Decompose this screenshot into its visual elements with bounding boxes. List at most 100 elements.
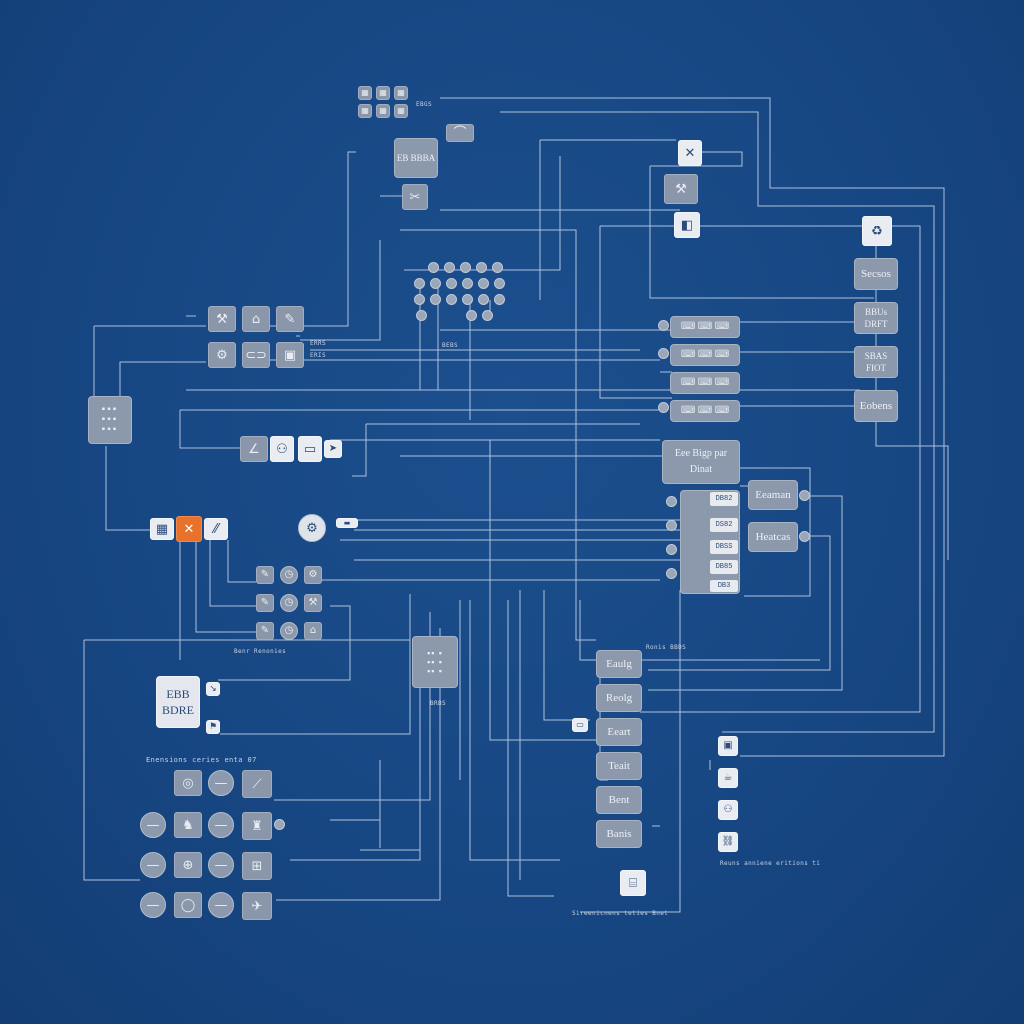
grid-chip[interactable]: ▦ [358,104,372,118]
matrix-dot[interactable] [414,278,425,289]
matrix-dot[interactable] [446,278,457,289]
cup-icon[interactable]: ☕ [718,768,738,788]
minus-circle-icon[interactable]: — [208,852,234,878]
stack-cell[interactable]: DB82 [710,492,738,506]
lower-node-4[interactable]: Teait [596,752,642,780]
matrix-dot[interactable] [430,278,441,289]
ring-icon[interactable]: ◯ [174,892,202,918]
card-icon[interactable]: ▭ [298,436,322,462]
key-row-3[interactable]: ⌨ ⌨ ⌨ [670,372,740,394]
tools-icon[interactable]: ⚒ [208,306,236,332]
link-small-icon[interactable]: ⛓ [718,832,738,852]
matrix-dot[interactable] [466,310,477,321]
grid-chip[interactable]: ▦ [358,86,372,100]
top-node[interactable]: EB BBBA [394,138,438,178]
angle-icon[interactable]: ∠ [240,436,268,462]
matrix-dot[interactable] [492,262,503,273]
wrench-icon[interactable]: ✕ [176,516,202,542]
stack-cell[interactable]: DB3 [710,580,738,592]
connector-dot[interactable] [799,490,810,501]
wolf-icon[interactable]: ♞ [174,812,202,838]
minus-circle-icon[interactable]: — [208,892,234,918]
minus-circle-icon[interactable]: — [140,812,166,838]
matrix-dot[interactable] [478,278,489,289]
wrench-small-icon[interactable]: ⚒ [304,594,322,612]
left-card[interactable]: EBB BDRE [156,676,200,728]
robot-icon[interactable]: ♜ [242,812,272,840]
center-keypad[interactable]: ▪▪ ▪▪▪ ▪▪▪ ▪ [412,636,458,688]
matrix-dot[interactable] [428,262,439,273]
center-block[interactable]: Eee Bigp par Dinat [662,440,740,484]
grid-small-icon[interactable]: ▦ [150,518,174,540]
matrix-dot[interactable] [446,294,457,305]
cube-icon[interactable]: ▣ [718,736,738,756]
slash-icon[interactable]: ⁄⁄ [204,518,228,540]
matrix-dot[interactable] [462,278,473,289]
connector-dot[interactable] [666,520,677,531]
grid-chip[interactable]: ▦ [376,86,390,100]
clock-icon[interactable]: ◷ [280,566,298,584]
cursor-icon[interactable]: ➤ [324,440,342,458]
toggle-icon[interactable]: ◧ [674,212,700,238]
matrix-dot[interactable] [494,278,505,289]
doc-icon[interactable]: ▭ [572,718,588,732]
lower-node-3[interactable]: Eeart [596,718,642,746]
key-row-2[interactable]: ⌨ ⌨ ⌨ [670,344,740,366]
knife-icon[interactable]: ⟋ [242,770,272,798]
matrix-dot[interactable] [460,262,471,273]
matrix-dot[interactable] [430,294,441,305]
connector-dot[interactable] [666,568,677,579]
minus-circle-icon[interactable]: — [208,812,234,838]
clock-icon[interactable]: ◷ [280,622,298,640]
connector-dot[interactable] [658,348,669,359]
right-node-1[interactable]: Secsos [854,258,898,290]
matrix-dot[interactable] [414,294,425,305]
connector-dot[interactable] [666,496,677,507]
matrix-dot[interactable] [462,294,473,305]
matrix-dot[interactable] [476,262,487,273]
tag-icon[interactable]: ⌂ [304,622,322,640]
connector-dot[interactable] [658,320,669,331]
recycle-icon[interactable]: ♻ [862,216,892,246]
arrow-icon[interactable]: ↘ [206,682,220,696]
minus-circle-icon[interactable]: — [140,892,166,918]
plane-icon[interactable]: ✈ [242,892,272,920]
pen-icon[interactable]: ✎ [276,306,304,332]
link-icon[interactable]: ⊂⊃ [242,342,270,368]
matrix-dot[interactable] [478,294,489,305]
stack-cell[interactable]: DBSS [710,540,738,554]
gear-icon[interactable]: ⚙ [208,342,236,368]
right-mid-node-2[interactable]: Heatcas [748,522,798,552]
matrix-dot[interactable] [444,262,455,273]
connector-dot[interactable] [666,544,677,555]
connector-dot[interactable] [658,402,669,413]
right-mid-node-1[interactable]: Eeaman [748,480,798,510]
grid-chip[interactable]: ▦ [394,86,408,100]
flag-icon[interactable]: ⚑ [206,720,220,734]
label-tag-icon[interactable]: ▬ [336,518,358,528]
key-row-1[interactable]: ⌨ ⌨ ⌨ [670,316,740,338]
pen-small-icon[interactable]: ✎ [256,566,274,584]
lower-node-6[interactable]: Banis [596,820,642,848]
cross-icon[interactable]: ✕ [678,140,702,166]
stack-cell[interactable]: DB85 [710,560,738,574]
right-node-2[interactable]: BBUs DRFT [854,302,898,334]
home-icon[interactable]: ⌂ [242,306,270,332]
lock-icon[interactable]: ⊞ [242,852,272,880]
matrix-dot[interactable] [416,310,427,321]
key-row-4[interactable]: ⌨ ⌨ ⌨ [670,400,740,422]
pen-small-icon[interactable]: ✎ [256,622,274,640]
lower-node-5[interactable]: Bent [596,786,642,814]
people-icon[interactable]: ⚇ [270,436,294,462]
circle-gear-icon[interactable]: ◎ [174,770,202,796]
grid-chip[interactable]: ▦ [394,104,408,118]
stack-cell[interactable]: DS82 [710,518,738,532]
minus-circle-icon[interactable]: — [140,852,166,878]
matrix-dot[interactable] [494,294,505,305]
box-small-icon[interactable]: ⌸ [620,870,646,896]
lower-node-1[interactable]: Eaulg [596,650,642,678]
people-small-icon[interactable]: ⚇ [718,800,738,820]
connector-dot[interactable] [799,531,810,542]
keypad-panel[interactable]: ▪▪▪▪▪▪▪▪▪ [88,396,132,444]
right-node-3[interactable]: SBAS FIOT [854,346,898,378]
